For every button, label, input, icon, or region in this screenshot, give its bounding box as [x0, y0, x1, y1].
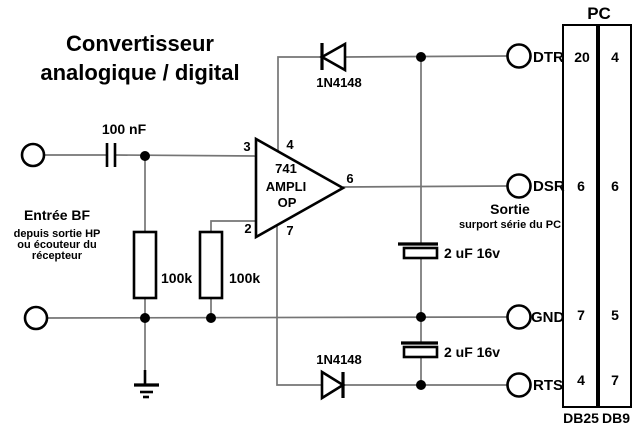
input-note-line3: récepteur: [32, 250, 83, 262]
terminal-label-dtr: DTR: [533, 49, 564, 66]
opamp-pin4-label: 4: [286, 137, 294, 152]
junction-dot: [140, 151, 150, 161]
db9-pin-dtr: 4: [611, 49, 619, 65]
opamp-triangle: [254, 136, 346, 240]
db25-pin-dsr: 6: [577, 178, 585, 194]
db25-pin-gnd: 7: [577, 307, 585, 323]
opamp-name-line1: AMPLI: [266, 179, 306, 194]
cap-100nf-label: 100 nF: [102, 121, 147, 137]
opamp-pin2-label: 2: [244, 221, 251, 236]
resistor-r2: [198, 230, 224, 300]
terminal-label-gnd: GND: [531, 309, 565, 326]
wire-pin7-to-diode2: [276, 224, 321, 386]
output-sub: surport série du PC: [459, 219, 561, 231]
page-title-line1: Convertisseur: [66, 31, 214, 56]
wire-pin4-to-diode1: [277, 56, 321, 152]
terminals: [20, 43, 532, 398]
junction-dot: [140, 313, 150, 323]
wire-pin6-to-dsr: [342, 185, 508, 188]
gnd-terminal: [506, 304, 532, 330]
cap-plate-box: [402, 345, 439, 359]
junction-dot: [206, 313, 216, 323]
diode-top-label: 1N4148: [316, 75, 362, 90]
capacitor-c2-2uf: [401, 341, 439, 359]
db25-column-box: [562, 24, 598, 408]
input-note-heading: Entrée BF: [24, 207, 91, 223]
db9-footer-label: DB9: [602, 410, 630, 426]
resistor-r1: [132, 230, 158, 300]
junction-dot: [416, 312, 426, 322]
db9-pin-dsr: 6: [611, 178, 619, 194]
terminal-label-rts: RTS: [533, 377, 563, 394]
diode-top-1n4148: [319, 41, 347, 73]
ground-symbol: [134, 370, 159, 399]
input-terminal-top: [20, 142, 46, 168]
db25-pin-rts: 4: [577, 372, 585, 388]
db25-pin-dtr: 20: [574, 49, 590, 65]
opamp-pin3-label: 3: [243, 139, 250, 154]
opamp-name-line2: OP: [278, 195, 297, 210]
input-terminal-bottom: [23, 305, 49, 331]
capacitor-100nf: [105, 143, 117, 167]
connector-title: PC: [587, 4, 611, 23]
dsr-terminal: [506, 173, 532, 199]
diode-body: [320, 369, 346, 401]
db9-pin-gnd: 5: [611, 307, 619, 323]
capacitor-c2-label: 2 uF 16v: [444, 344, 500, 360]
pc-connector-table: [562, 24, 632, 408]
input-note-line2: ou écouteur du: [17, 239, 96, 251]
diode-body: [319, 41, 347, 73]
diode-bottom-1n4148: [320, 369, 346, 401]
opamp-pin7-label: 7: [286, 223, 293, 238]
rts-terminal: [506, 372, 532, 398]
dtr-terminal: [506, 43, 532, 69]
wire-cap-to-pin3: [114, 154, 258, 157]
junction-dot: [416, 52, 426, 62]
page-title-line2: analogique / digital: [40, 60, 239, 85]
capacitor-c1-label: 2 uF 16v: [444, 245, 500, 261]
diode-bottom-label: 1N4148: [316, 352, 362, 367]
junction-dot: [416, 380, 426, 390]
wire-diode1-to-dtr: [345, 55, 508, 58]
output-heading: Sortie: [490, 201, 530, 217]
wire-r2-to-pin2: [210, 220, 257, 232]
opamp-part-label: 741: [275, 161, 297, 176]
junction-dots: [140, 52, 426, 390]
resistor-r1-label: 100k: [161, 270, 192, 286]
terminal-label-dsr: DSR: [533, 178, 565, 195]
db9-pin-rts: 7: [611, 372, 619, 388]
db25-footer-label: DB25: [563, 410, 599, 426]
opamp-pin6-label: 6: [346, 171, 353, 186]
cap-plate-box: [402, 246, 439, 260]
db9-column-box: [598, 24, 632, 408]
resistor-r2-label: 100k: [229, 270, 260, 286]
capacitor-c1-2uf: [398, 242, 439, 260]
input-note-line1: depuis sortie HP: [14, 228, 101, 240]
